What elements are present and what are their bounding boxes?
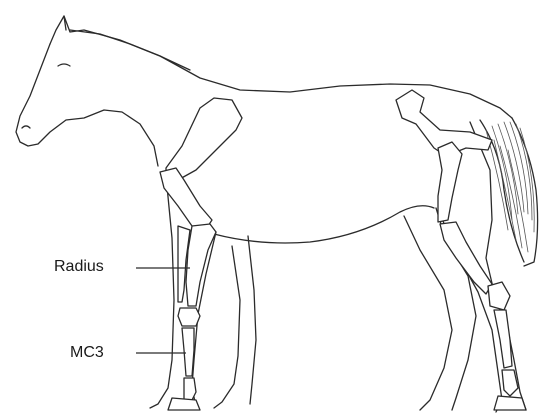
radius-label: Radius xyxy=(54,258,104,276)
carpal-bones xyxy=(178,308,200,326)
horse-nostril xyxy=(22,126,30,128)
horse-hindleg-back-outline xyxy=(404,208,476,410)
radius-bone xyxy=(186,224,216,306)
horse-mane xyxy=(70,30,190,70)
horse-belly-outline xyxy=(214,206,434,243)
horse-tail-hair xyxy=(486,122,534,252)
femur-bone xyxy=(438,142,462,222)
horse-ear xyxy=(50,16,66,44)
hock-bones xyxy=(488,282,510,310)
front-hoof xyxy=(168,398,200,410)
horse-face-outline xyxy=(16,44,158,166)
hind-hoof xyxy=(494,396,526,410)
horse-head-neck-back-outline xyxy=(64,16,512,118)
mc3-label: MC3 xyxy=(70,344,104,362)
scapula-bone xyxy=(166,98,242,180)
horse-eye xyxy=(58,64,70,66)
horse-foreleg-back-outline xyxy=(214,236,256,408)
mc3-bone xyxy=(182,328,194,376)
hind-phalanges xyxy=(502,370,518,396)
tibia-bone xyxy=(440,222,492,294)
